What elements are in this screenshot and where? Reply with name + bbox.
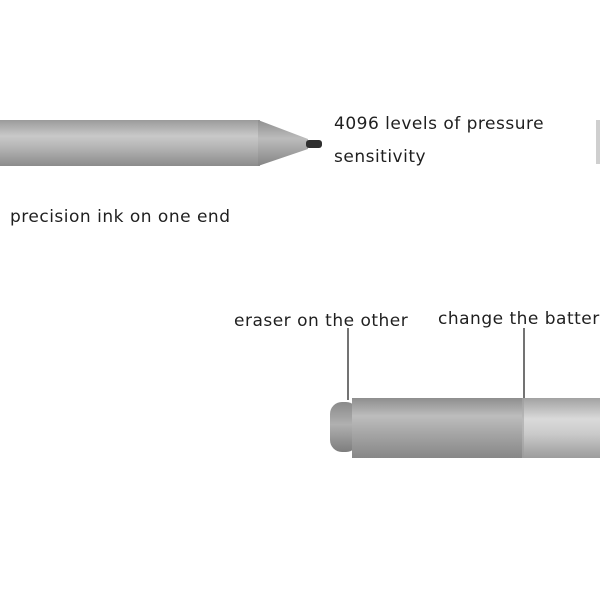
precision-ink-label: precision ink on one end [10, 207, 231, 227]
pen-battery-cap [522, 398, 600, 458]
pen-body-bottom [352, 398, 524, 458]
eraser-label: eraser on the other [234, 311, 409, 331]
pen-eraser-cap [330, 402, 358, 452]
edge-fragment [596, 120, 600, 164]
pen-body [0, 120, 260, 166]
battery-label: change the battery [438, 309, 600, 329]
pressure-label-line1: 4096 levels of pressure [334, 114, 545, 134]
pressure-label-line2: sensitivity [334, 147, 427, 167]
pen-nib [306, 140, 322, 148]
pen-cone [258, 120, 308, 166]
